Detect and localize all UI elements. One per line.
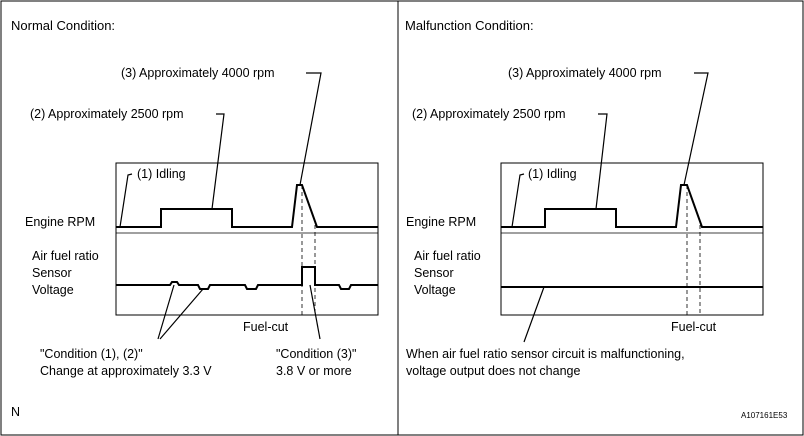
malfunction-4000rpm-label: (3) Approximately 4000 rpm (508, 66, 662, 80)
normal-panel-title: Normal Condition: (11, 18, 115, 33)
malfunction-fuel-cut-label: Fuel-cut (671, 320, 717, 334)
normal-sensor-label-2: Sensor (32, 266, 72, 280)
normal-cond3-note-1: "Condition (3)" (276, 347, 356, 361)
malfunction-note-pointer (523, 286, 545, 343)
normal-fuel-cut-label: Fuel-cut (243, 320, 289, 334)
footer-left-mark: N (11, 405, 20, 419)
malfunction-panel-title: Malfunction Condition: (405, 18, 534, 33)
malfunction-chart-box (500, 162, 764, 316)
normal-sensor-voltage-trace (116, 266, 378, 290)
normal-2500rpm-label: (2) Approximately 2500 rpm (30, 107, 184, 121)
normal-idling-leader (119, 173, 133, 228)
normal-4000rpm-label: (3) Approximately 4000 rpm (121, 66, 275, 80)
normal-idling-label: (1) Idling (137, 167, 186, 181)
normal-engine-rpm-label: Engine RPM (25, 215, 95, 229)
malfunction-engine-rpm-label: Engine RPM (406, 215, 476, 229)
malfunction-2500rpm-leader (595, 113, 608, 210)
normal-cond3-pointer (309, 284, 321, 340)
normal-2500rpm-leader (211, 113, 225, 210)
normal-cond12-pointer-2 (159, 288, 204, 340)
normal-engine-rpm-trace (116, 184, 378, 228)
normal-sensor-label-3: Voltage (32, 283, 74, 297)
malfunction-note-2: voltage output does not change (406, 364, 580, 378)
normal-cond12-note-1: "Condition (1), (2)" (40, 347, 143, 361)
normal-condition-panel: Normal Condition: (1) Idling (2) Approxi… (11, 18, 379, 419)
malfunction-sensor-label-2: Sensor (414, 266, 454, 280)
malfunction-4000rpm-leader (683, 72, 709, 186)
malfunction-idling-leader (511, 173, 525, 228)
malfunction-idling-label: (1) Idling (528, 167, 577, 181)
malfunction-sensor-label-3: Voltage (414, 283, 456, 297)
normal-chart-box (115, 162, 379, 316)
figure-id-label: A107161E53 (741, 411, 788, 420)
malfunction-engine-rpm-trace (501, 184, 763, 228)
malfunction-note-1: When air fuel ratio sensor circuit is ma… (406, 347, 685, 361)
normal-4000rpm-leader (299, 72, 322, 186)
normal-sensor-label-1: Air fuel ratio (32, 249, 99, 263)
malfunction-condition-panel: Malfunction Condition: (1) Idling (2) Ap… (405, 18, 788, 420)
malfunction-2500rpm-label: (2) Approximately 2500 rpm (412, 107, 566, 121)
normal-cond3-note-2: 3.8 V or more (276, 364, 352, 378)
normal-cond12-pointer-1 (157, 284, 175, 340)
malfunction-sensor-label-1: Air fuel ratio (414, 249, 481, 263)
normal-cond12-note-2: Change at approximately 3.3 V (40, 364, 212, 378)
